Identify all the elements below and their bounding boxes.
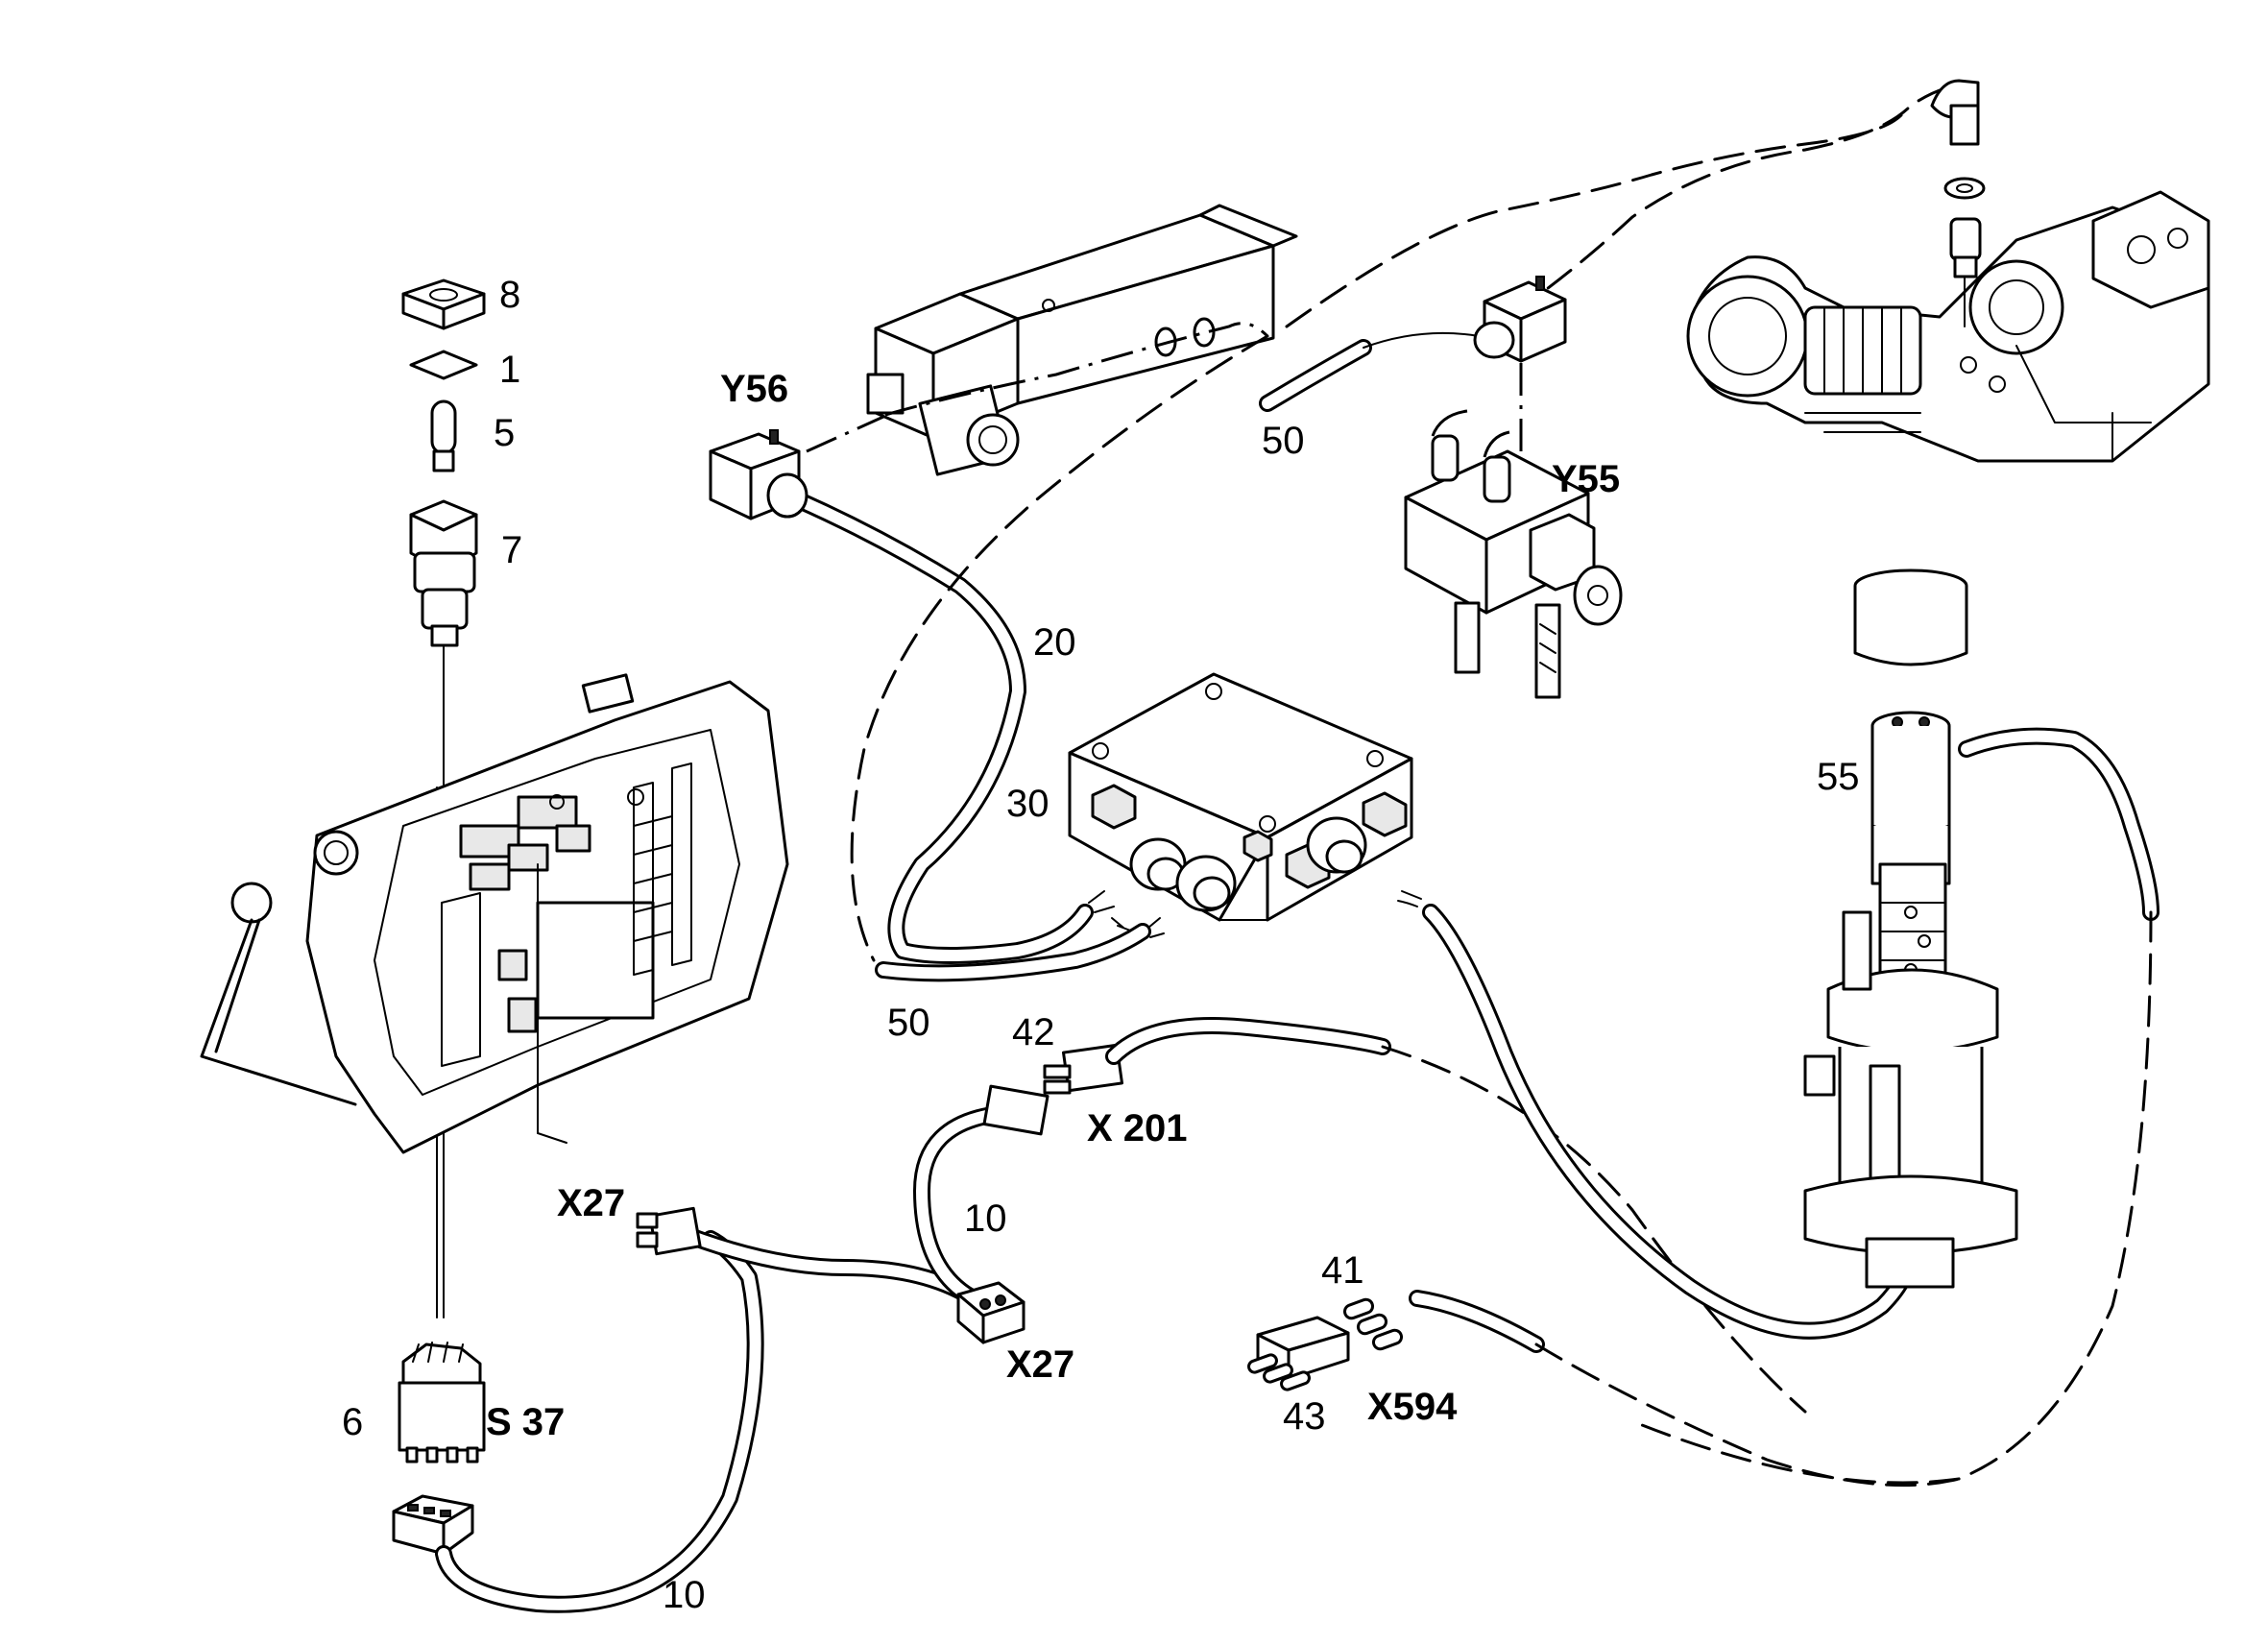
callout-10-bottom: 10: [663, 1574, 706, 1616]
callout-6: 6: [342, 1401, 363, 1443]
pump-assembly: [1686, 190, 2210, 463]
pressure-fitting: [1930, 79, 1986, 278]
connector-label-x27-right: X27: [1006, 1343, 1074, 1386]
callout-55: 55: [1817, 756, 1860, 798]
connector-label-x201: X 201: [1087, 1107, 1188, 1149]
connector-label-s37: S 37: [486, 1401, 565, 1443]
lamp-lens-part-1: [409, 350, 478, 380]
x27-plug-right: [956, 1281, 1025, 1344]
callout-8: 8: [499, 274, 520, 316]
x201-socket: [982, 1084, 1050, 1136]
callout-43: 43: [1283, 1395, 1326, 1438]
callout-30: 30: [1006, 783, 1050, 825]
connector-label-y55: Y55: [1552, 458, 1620, 500]
callout-50-top: 50: [1262, 420, 1305, 462]
x594-socket-part-41: [1342, 1297, 1404, 1351]
x27-leader-end: [537, 1132, 567, 1144]
callout-5: 5: [494, 412, 515, 454]
switch-socket: [392, 1494, 474, 1556]
valve-block-part-30: [1068, 672, 1413, 922]
y56-solenoid-valve: [866, 204, 1298, 476]
callout-10-mid: 10: [964, 1197, 1007, 1240]
connector-label-y56: Y56: [720, 368, 788, 410]
callout-7: 7: [501, 529, 522, 571]
bulb-part-5: [430, 399, 457, 472]
lamp-holder-part-7: [409, 499, 478, 647]
callout-50-bottom: 50: [887, 1002, 930, 1044]
connector-label-x594: X594: [1367, 1386, 1458, 1428]
x27-plug-left: [636, 1206, 702, 1256]
callout-42: 42: [1012, 1011, 1055, 1053]
control-panel-housing: [200, 673, 789, 1154]
y55-valve: [1404, 409, 1623, 699]
callout-20: 20: [1033, 621, 1076, 664]
connector-label-x27-left: X27: [557, 1182, 625, 1224]
switch-s37-part-6: [398, 1342, 486, 1464]
y56-connector: [709, 429, 808, 520]
callout-41: 41: [1321, 1249, 1364, 1292]
callout-1: 1: [499, 349, 520, 391]
y56-leader: [806, 415, 884, 453]
x594-plug-part-43: [1247, 1316, 1350, 1391]
solenoid-part-55: [1803, 568, 2018, 1289]
lamp-cap-part-8: [401, 278, 486, 330]
y55-connector: [1473, 276, 1567, 363]
